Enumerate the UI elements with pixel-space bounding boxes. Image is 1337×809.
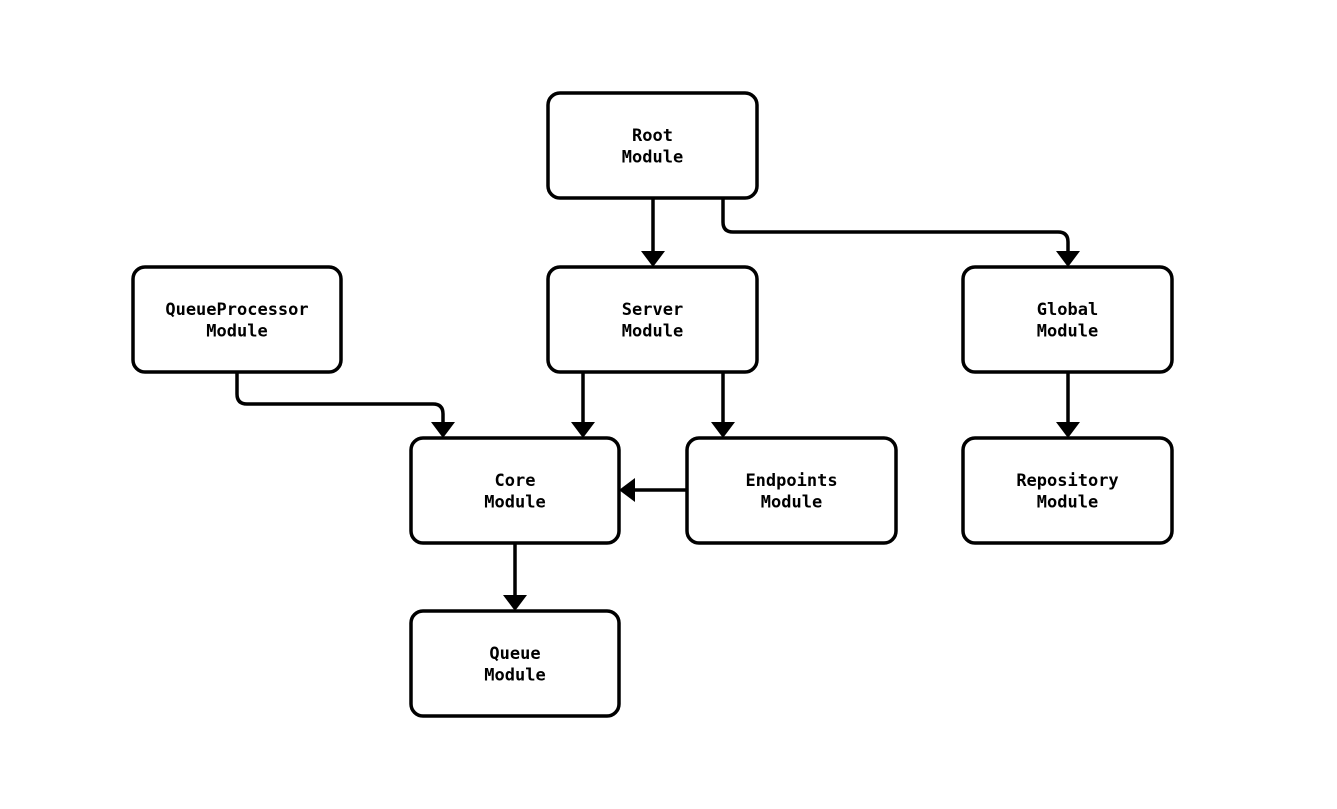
arrowhead-core-to-queue bbox=[503, 595, 527, 611]
arrowhead-server-to-endpoints bbox=[711, 422, 735, 438]
arrowhead-queueprocessor-to-core bbox=[431, 422, 455, 438]
node-box-queueprocessor bbox=[131, 265, 343, 374]
edge-line-queueprocessor-to-core bbox=[235, 372, 445, 424]
node-box-server bbox=[546, 265, 759, 374]
arrowhead-root-to-global bbox=[1056, 251, 1080, 267]
node-box-core bbox=[409, 436, 621, 545]
edge-server-to-core bbox=[571, 372, 595, 438]
edge-line-root-to-global bbox=[721, 198, 1070, 253]
edge-queueprocessor-to-core bbox=[235, 372, 455, 438]
arrowhead-endpoints-to-core bbox=[619, 478, 635, 502]
arrowhead-global-to-repository bbox=[1056, 422, 1080, 438]
node-box-endpoints bbox=[685, 436, 898, 545]
node-box-queue bbox=[409, 609, 621, 718]
edge-root-to-server bbox=[641, 198, 665, 267]
node-box-root bbox=[546, 91, 759, 200]
edge-server-to-endpoints bbox=[711, 372, 735, 438]
edge-global-to-repository bbox=[1056, 372, 1080, 438]
arrowhead-server-to-core bbox=[571, 422, 595, 438]
node-box-repository bbox=[961, 436, 1174, 545]
edge-root-to-global bbox=[721, 198, 1080, 267]
edge-core-to-queue bbox=[503, 543, 527, 611]
arrowhead-root-to-server bbox=[641, 251, 665, 267]
edge-endpoints-to-core bbox=[619, 478, 687, 502]
node-box-global bbox=[961, 265, 1174, 374]
